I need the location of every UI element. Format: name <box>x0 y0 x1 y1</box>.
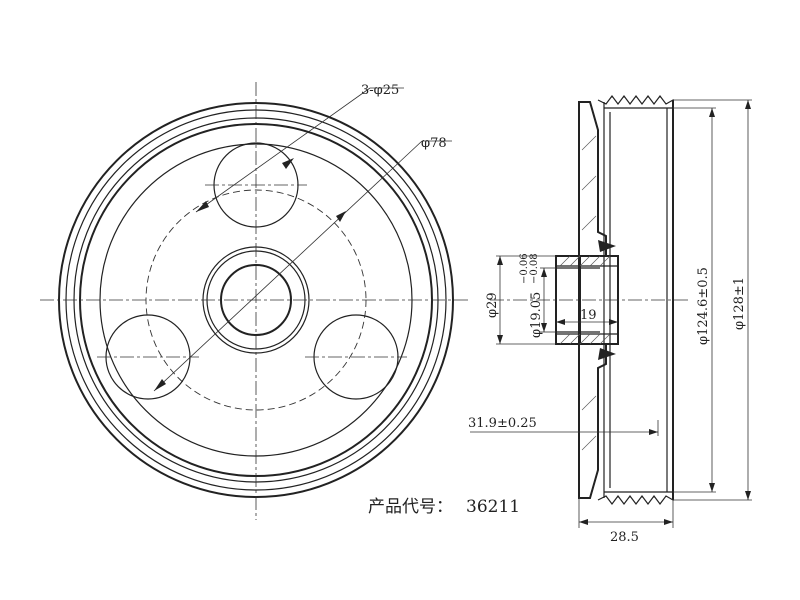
bolt-circle-dimension-label: φ78 <box>421 136 447 151</box>
bore-tol-lower-label: −0.08 <box>529 253 540 284</box>
hub-length-dimension-label: 19 <box>580 308 597 323</box>
product-code-value: 36211 <box>466 497 520 517</box>
product-code-label: 产品代号： <box>368 497 453 517</box>
side-section-view <box>470 95 752 528</box>
bore-tol-upper-label: −0.06 <box>519 253 530 284</box>
offset-dimension-label: 31.9±0.25 <box>468 416 537 431</box>
bore-outer-dimension-label: φ29 <box>485 292 500 318</box>
width-dimension-label: 28.5 <box>610 530 639 545</box>
outer-diameter-dimension-label: φ128±1 <box>732 277 747 330</box>
inner-diameter-dimension-label: φ124.6±0.5 <box>696 267 711 345</box>
holes-dimension-label: 3-φ25 <box>361 83 399 98</box>
bore-main-dimension-label: φ19.05 <box>529 292 544 338</box>
front-view <box>40 82 470 520</box>
